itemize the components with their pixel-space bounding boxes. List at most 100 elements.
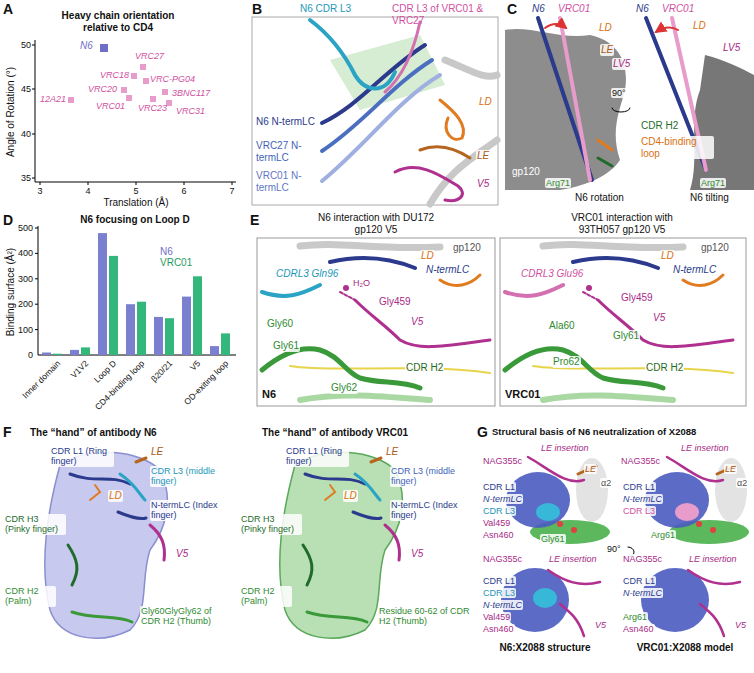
- bar-chart: [42, 353, 51, 356]
- label: Arg71: [700, 178, 726, 188]
- label: CDR L3 of VRC01 & VRC27: [392, 3, 492, 26]
- hand-surface: [303, 458, 399, 622]
- label: CDR L3: [622, 506, 656, 516]
- label: CDR H2 (Palm): [4, 586, 56, 607]
- label: CDR H2: [405, 362, 444, 374]
- label: Residue 60-62 of CDR H2 (Thumb): [378, 606, 472, 627]
- label: Asn460: [482, 530, 515, 540]
- ribbon-structure: [252, 17, 498, 205]
- scatter-plot: [136, 182, 137, 185]
- label: VRC-PG04: [150, 74, 195, 84]
- label: 400: [18, 248, 33, 258]
- label: LV5: [612, 58, 631, 70]
- label: LE: [150, 446, 164, 458]
- label: 200: [18, 299, 33, 309]
- label: VRC31: [176, 106, 205, 116]
- label: V5: [410, 548, 424, 560]
- bar-chart: [210, 346, 219, 355]
- label: LD: [420, 250, 435, 262]
- label: V5: [734, 620, 747, 630]
- bar-chart: [53, 354, 62, 355]
- label: Structural basis of N6 neutralization of…: [492, 427, 696, 438]
- label: 3BNC117: [172, 88, 210, 98]
- ribbon-structure: [440, 100, 463, 139]
- label: V5: [175, 548, 189, 560]
- hand-surface: [68, 545, 77, 585]
- label: VRC20: [88, 84, 117, 94]
- label: 6: [181, 186, 186, 196]
- label: 300: [18, 274, 33, 284]
- bar-chart: [109, 256, 118, 355]
- label: E: [250, 212, 259, 228]
- bar-chart: [38, 226, 39, 355]
- bar-chart: [137, 302, 146, 355]
- label: LD: [692, 20, 707, 32]
- label: Val459: [482, 612, 511, 622]
- label: N-termLC: [482, 600, 523, 610]
- data-point: [143, 78, 149, 84]
- label: VRC27 N-termLC: [255, 140, 315, 163]
- label: 0: [28, 350, 33, 360]
- interaction-view: [300, 395, 430, 400]
- scatter-plot: [40, 182, 41, 185]
- label: α2: [600, 478, 612, 488]
- interaction-view: [500, 238, 746, 406]
- label: N6: [532, 3, 545, 15]
- surface-model: [505, 18, 754, 190]
- label: 4: [85, 186, 90, 196]
- scatter-plot: [232, 182, 233, 185]
- label: LE: [476, 150, 490, 162]
- structure-model: [548, 570, 600, 584]
- data-point: [126, 95, 132, 101]
- hand-surface: [45, 452, 403, 638]
- label: 50: [21, 40, 31, 50]
- label: N6 tilting: [690, 192, 729, 204]
- label: Loop D: [93, 359, 119, 385]
- label: N6: [160, 246, 173, 258]
- label: Binding surface (Å²): [5, 248, 17, 336]
- label: Gly459: [620, 292, 654, 304]
- scatter-plot: [32, 89, 35, 90]
- label: Gly60GlyGly62 of CDR H2 (Thumb): [140, 606, 234, 627]
- label: LD: [598, 22, 613, 34]
- label: Gly60: [266, 318, 294, 330]
- bar-chart: [182, 297, 191, 355]
- label: LE insertion: [680, 443, 730, 453]
- label: Gly61: [540, 534, 566, 544]
- label: N6 CDR L3: [300, 3, 351, 15]
- data-point: [68, 97, 74, 103]
- label: VRC01: [96, 101, 125, 111]
- label: VRC01 interaction with 93TH057 gp120 V5: [552, 212, 692, 235]
- ribbon-structure: [322, 75, 440, 181]
- label: β20/21: [149, 359, 174, 384]
- interaction-view: [440, 275, 480, 285]
- label: 35: [21, 173, 31, 183]
- label: CDR H2: [645, 362, 684, 374]
- label: Gly459: [378, 296, 412, 308]
- label: N6 focusing on Loop D: [80, 214, 189, 226]
- label: NAG355c: [620, 456, 661, 466]
- interaction-view: [257, 238, 746, 406]
- surface-model: [538, 18, 592, 180]
- bar-chart: [35, 253, 38, 254]
- hand-surface: [90, 485, 100, 500]
- label: CDR L3 (middle finger): [390, 466, 470, 487]
- bar-chart: [193, 276, 202, 355]
- label: CDR H2: [640, 120, 679, 132]
- label: gp120: [700, 242, 730, 254]
- label: LE: [584, 464, 597, 474]
- label: 7: [229, 186, 234, 196]
- label: CDR L1: [482, 576, 516, 586]
- label: N-termLC: [672, 264, 717, 276]
- label: C: [507, 1, 517, 17]
- label: VRC01 N-termLC: [255, 170, 315, 193]
- label: LD: [343, 490, 358, 502]
- label: 500: [18, 223, 33, 233]
- label: N-termLC: [622, 494, 663, 504]
- label: CDR L1 (Ring finger): [50, 446, 114, 467]
- label: F: [3, 424, 12, 440]
- bar-chart: [221, 333, 230, 355]
- scatter-plot: [184, 182, 185, 185]
- label: CDR L1 (Ring finger): [285, 446, 349, 467]
- label: LD: [478, 96, 493, 108]
